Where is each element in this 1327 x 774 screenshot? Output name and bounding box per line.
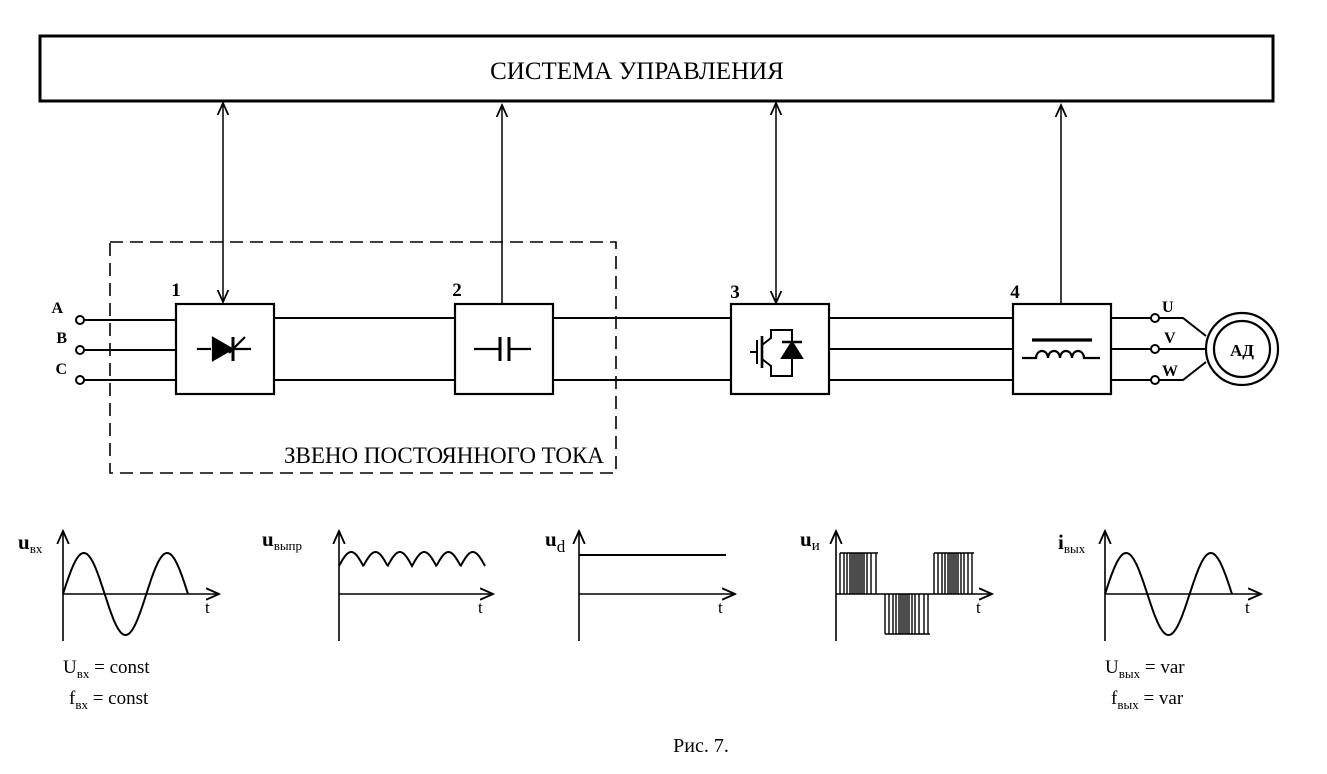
block-1-rectifier: 1 [171, 280, 276, 396]
output-voltage-param: Uвых = var [1105, 657, 1185, 681]
output-label-v: V [1164, 330, 1176, 347]
waveform-inverter-label: uи [800, 527, 820, 554]
terminal-a [75, 315, 85, 325]
input-label-c: C [55, 361, 67, 378]
waveform-input-t: t [205, 598, 210, 617]
waveform-rectified-label: uвыпр [262, 527, 302, 553]
input-label-b: B [56, 330, 67, 347]
waveform-inverter-t: t [976, 598, 981, 617]
inductor-filter-icon [1022, 338, 1100, 360]
waveform-output: iвых t [1058, 530, 1261, 641]
input-frequency-param: fвх = const [69, 688, 149, 712]
terminal-c [75, 375, 85, 385]
waveform-output-t: t [1245, 598, 1250, 617]
input-label-a: A [51, 300, 63, 317]
waveform-dc-label: ud [545, 527, 566, 556]
figure-caption: Рис. 7. [673, 735, 729, 757]
capacitor-icon [474, 337, 531, 361]
waveform-input-label: uвх [18, 530, 43, 556]
input-terminals: A B C [51, 300, 85, 385]
igbt-inverter-icon [750, 329, 804, 377]
output-terminals: U V W [1150, 299, 1178, 385]
output-params: Uвых = var fвых = var [1105, 657, 1185, 712]
waveform-rectified: uвыпр t [262, 527, 493, 641]
block-2-number: 2 [452, 280, 462, 301]
waveform-dc-t: t [718, 598, 723, 617]
input-voltage-param: Uвх = const [63, 657, 150, 681]
thyristor-rectifier-icon [197, 336, 251, 362]
dc-link-label: ЗВЕНО ПОСТОЯННОГО ТОКА [284, 443, 604, 468]
dc-link-frame: ЗВЕНО ПОСТОЯННОГО ТОКА [109, 241, 617, 474]
control-system-block: СИСТЕМА УПРАВЛЕНИЯ [38, 34, 1275, 103]
waveform-output-label: iвых [1058, 530, 1086, 556]
waveform-dc: ud t [545, 527, 735, 641]
input-params: Uвх = const fвх = const [63, 657, 150, 712]
control-links [223, 103, 1061, 303]
block-1-number: 1 [171, 280, 181, 301]
block-3-inverter: 3 [729, 282, 831, 396]
output-sine-curve [1104, 551, 1233, 637]
block-4-filter: 4 [1010, 282, 1113, 396]
output-frequency-param: fвых = var [1111, 688, 1184, 712]
terminal-u [1150, 313, 1160, 323]
rectified-ripple-curve [338, 550, 486, 569]
waveform-inverter: uи t [800, 527, 992, 641]
waveform-input: uвх t [18, 530, 219, 641]
control-system-label: СИСТЕМА УПРАВЛЕНИЯ [490, 58, 784, 85]
terminal-w [1150, 375, 1160, 385]
motor-label: АД [1230, 341, 1254, 360]
block-4-number: 4 [1010, 282, 1020, 303]
input-sine-curve [62, 551, 189, 637]
output-label-w: W [1162, 363, 1178, 380]
block-2-capacitor: 2 [452, 280, 555, 396]
terminal-b [75, 345, 85, 355]
terminal-v [1150, 344, 1160, 354]
block-3-number: 3 [730, 282, 740, 303]
power-wires [84, 317, 1207, 381]
induction-motor: АД [1204, 311, 1280, 387]
waveform-rectified-t: t [478, 598, 483, 617]
output-label-u: U [1162, 299, 1174, 316]
pwm-pulses [839, 552, 974, 635]
